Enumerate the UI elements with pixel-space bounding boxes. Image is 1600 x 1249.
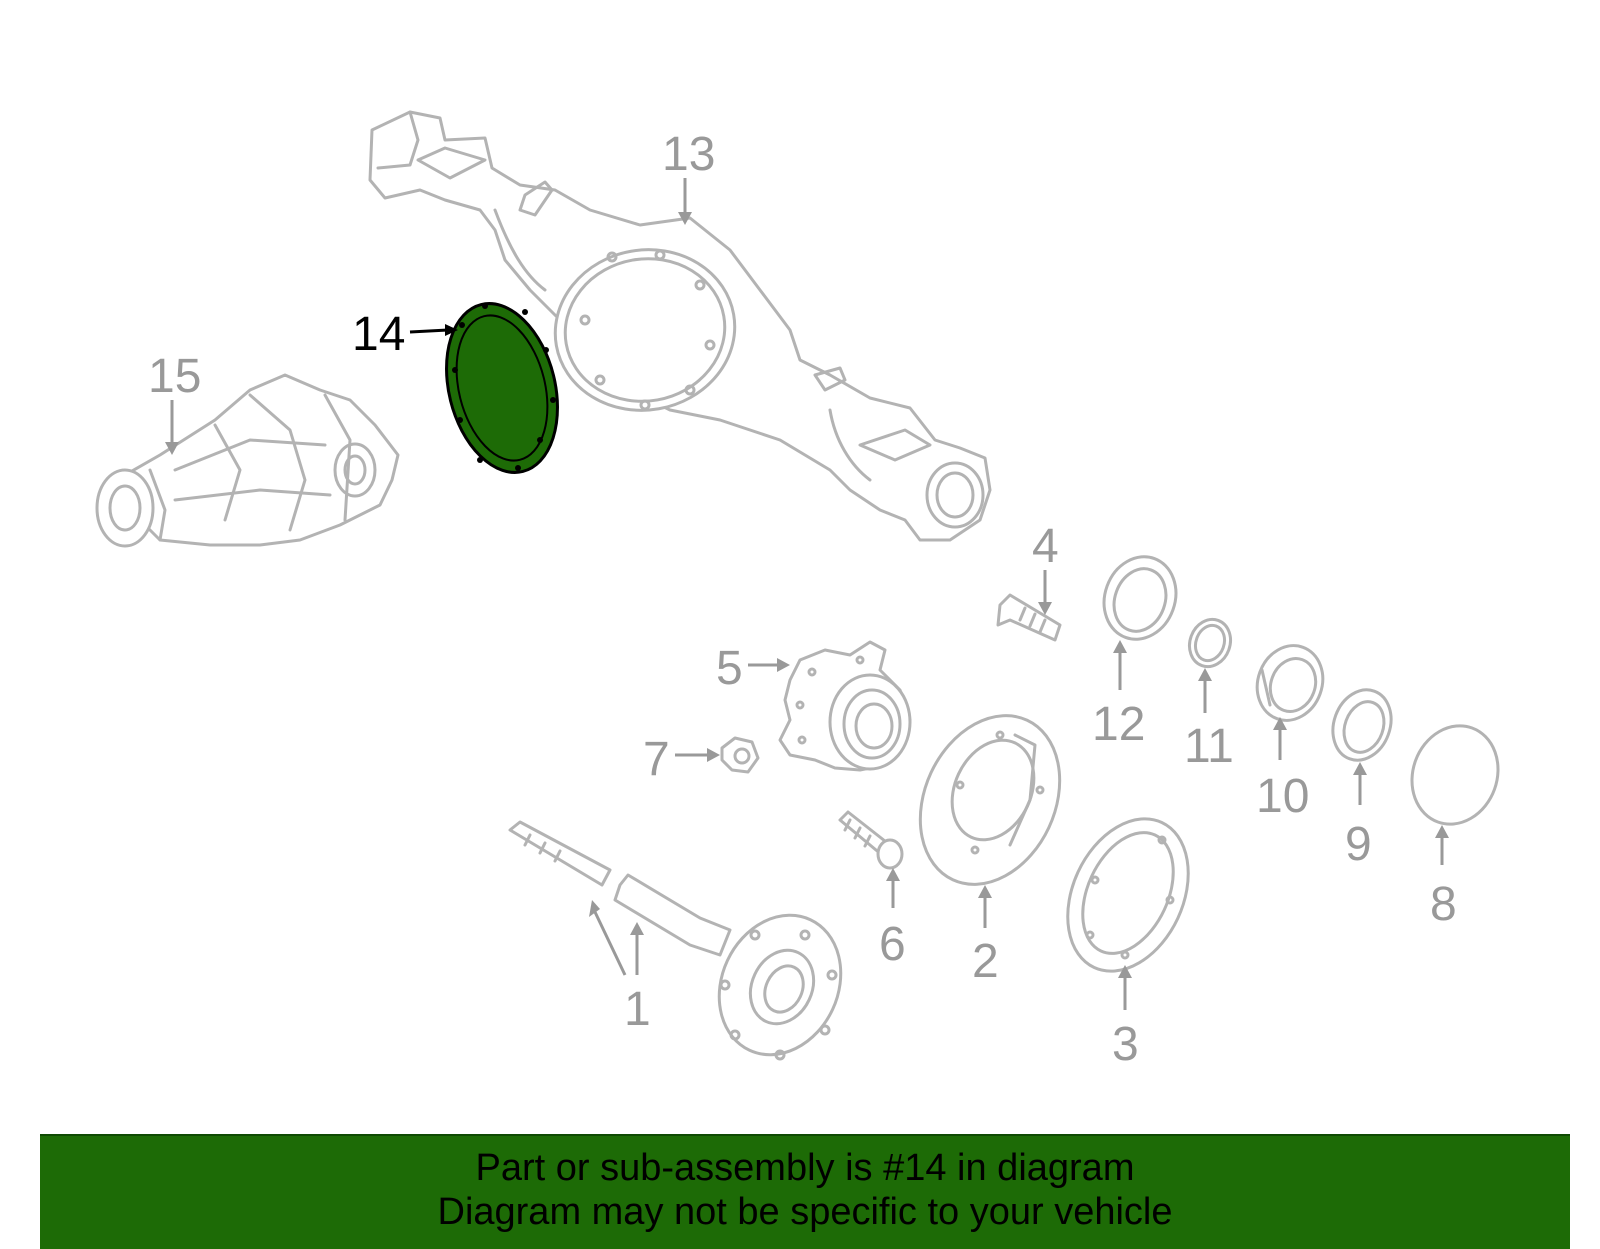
callout-11[interactable]: 11 — [1184, 720, 1234, 773]
callout-15[interactable]: 15 — [148, 350, 201, 403]
callout-labels: 13 15 14 4 12 11 10 9 8 5 7 6 2 3 1 — [148, 128, 1457, 1071]
callout-5[interactable]: 5 — [716, 642, 743, 695]
info-banner: Part or sub-assembly is #14 in diagram D… — [40, 1134, 1570, 1249]
part-7-nut[interactable] — [720, 736, 760, 774]
callout-14[interactable]: 14 — [352, 308, 405, 361]
part-12-seal[interactable] — [1093, 547, 1188, 650]
part-14-gasket-highlighted[interactable] — [430, 292, 574, 485]
part-4-bolt[interactable] — [996, 593, 1062, 642]
callout-7[interactable]: 7 — [643, 733, 670, 786]
banner-line-part-number: Part or sub-assembly is #14 in diagram — [475, 1147, 1135, 1189]
callout-3[interactable]: 3 — [1112, 1018, 1139, 1071]
part-8-o-ring[interactable] — [1398, 714, 1511, 837]
part-2-backing-plate[interactable] — [894, 693, 1086, 907]
part-6-hub-bolt[interactable] — [838, 810, 904, 870]
part-5-hub[interactable] — [778, 640, 912, 772]
callout-6[interactable]: 6 — [879, 918, 906, 971]
part-3-gasket[interactable] — [1044, 799, 1211, 990]
callout-arrows — [165, 178, 1449, 1010]
part-10-bearing[interactable] — [1247, 636, 1333, 729]
banner-line-disclaimer: Diagram may not be specific to your vehi… — [437, 1191, 1173, 1233]
callout-13[interactable]: 13 — [662, 128, 715, 181]
part-9-retainer[interactable] — [1323, 682, 1400, 769]
callout-10[interactable]: 10 — [1256, 770, 1309, 823]
part-15-carrier-assembly[interactable] — [95, 373, 400, 548]
callout-2[interactable]: 2 — [972, 935, 999, 988]
callout-1[interactable]: 1 — [624, 983, 651, 1036]
callout-12[interactable]: 12 — [1092, 698, 1145, 751]
callout-8[interactable]: 8 — [1430, 878, 1457, 931]
part-11-snap-ring[interactable] — [1183, 614, 1237, 673]
part-13-axle-housing[interactable] — [368, 110, 992, 542]
callout-4[interactable]: 4 — [1032, 520, 1059, 573]
part-1-axle-shaft[interactable] — [508, 820, 863, 1075]
callout-9[interactable]: 9 — [1345, 818, 1372, 871]
